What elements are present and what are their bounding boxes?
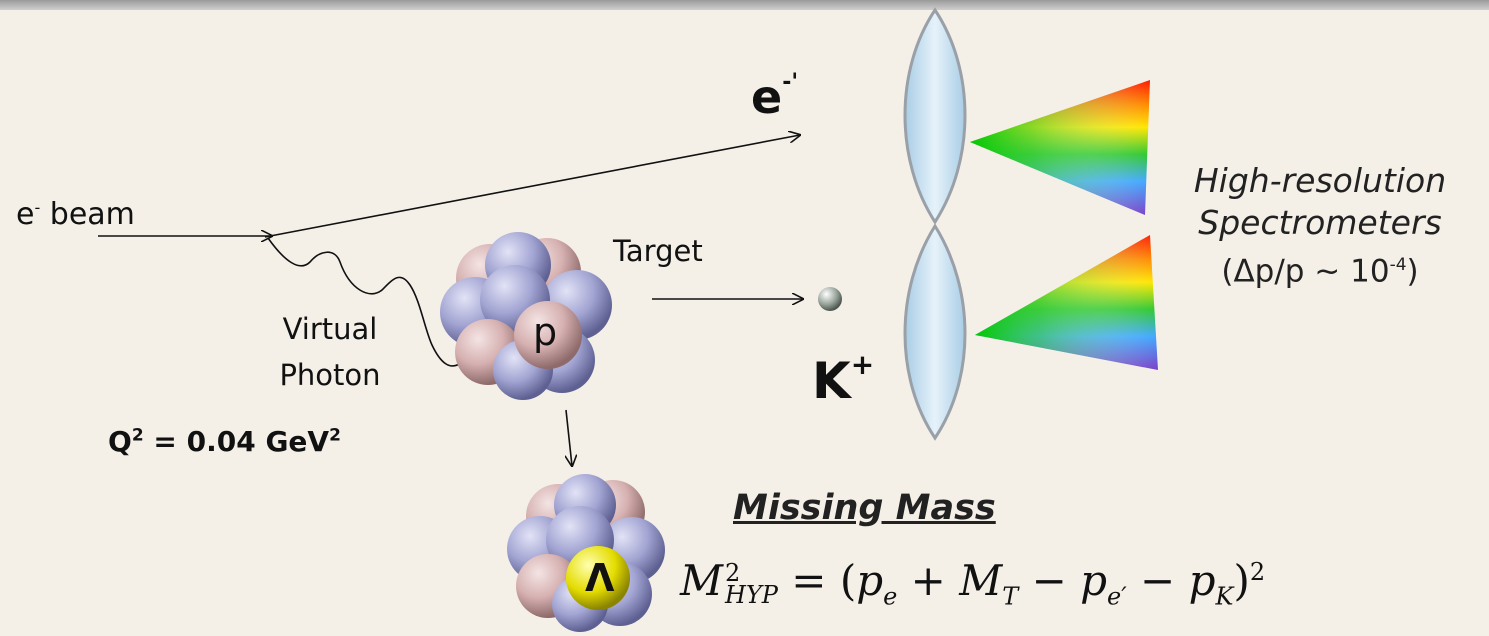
eq-pe: p	[856, 556, 884, 605]
spectrometer-magnets	[903, 7, 967, 441]
resolution-sup: -4	[1389, 255, 1407, 275]
eq-lhs-sup: 2	[725, 559, 741, 587]
virtual-photon-line1: Virtual	[282, 312, 378, 346]
spectrometer-cone-upper	[970, 80, 1150, 215]
eq-pe-sub: e	[883, 582, 898, 611]
hyperon-arrow	[566, 409, 572, 466]
kaon-label: K+	[812, 348, 874, 410]
beam-sup: -	[34, 198, 41, 217]
eq-pep-sub: e′	[1107, 582, 1127, 611]
resolution-prefix: (Δp/p ~ 10	[1221, 253, 1390, 290]
eq-minus-2: −	[1126, 556, 1189, 605]
target-nucleus	[440, 232, 612, 400]
spectrometer-line1: High-resolution	[1193, 161, 1447, 200]
eq-pk-sub: K	[1215, 582, 1234, 611]
q2-value: = 0.04 GeV	[143, 425, 330, 458]
beam-symbol: e	[16, 197, 35, 232]
eq-mt: M	[959, 556, 1003, 605]
eq-lhs-symbol: M	[680, 556, 724, 605]
beam-label: e- beam	[16, 197, 135, 232]
scattered-electron-label: e-'	[751, 70, 798, 124]
virtual-photon-label: Virtual Photon	[260, 306, 400, 398]
q2-sup: 2	[131, 425, 144, 446]
eq-lhs-sub: HYP	[725, 581, 778, 609]
q2-symbol: Q	[108, 425, 132, 458]
hyperon	[566, 546, 630, 610]
hypernucleus	[507, 474, 665, 632]
eq-close: )	[1233, 556, 1250, 605]
spectrometer-label: High-resolution Spectrometers (Δp/p ~ 10…	[1160, 160, 1480, 292]
spectrometer-line2: Spectrometers	[1198, 203, 1442, 242]
kaon-sup: +	[850, 348, 875, 382]
q2-unit-sup: 2	[329, 425, 341, 446]
target-label: Target	[613, 234, 703, 268]
eq-mt-sub: T	[1002, 582, 1019, 611]
proton	[514, 301, 582, 369]
eq-minus-1: −	[1018, 556, 1081, 605]
eq-rhs-sup: 2	[1249, 558, 1266, 586]
spectrometer-cone-lower	[975, 235, 1158, 370]
eq-plus: +	[897, 556, 960, 605]
eq-open: = (	[777, 556, 857, 605]
eq-pep: p	[1080, 556, 1108, 605]
kaon-particle	[818, 287, 842, 311]
scattered-electron-arrow	[264, 135, 800, 238]
hyperon-label: Λ	[585, 556, 615, 600]
beam-word: beam	[40, 197, 135, 232]
kaon-symbol: K	[812, 352, 851, 410]
e-prime-symbol: e	[751, 70, 783, 124]
missing-mass-title: Missing Mass	[733, 488, 996, 528]
q-squared-label: Q2 = 0.04 GeV2	[108, 425, 341, 458]
resolution-line: (Δp/p ~ 10-4)	[1160, 244, 1480, 292]
proton-label: p	[533, 310, 558, 354]
eq-pk: p	[1188, 556, 1216, 605]
top-border	[0, 0, 1489, 10]
resolution-suffix: )	[1406, 253, 1419, 290]
e-prime-sup: -'	[782, 69, 799, 95]
virtual-photon-line2: Photon	[279, 358, 381, 392]
